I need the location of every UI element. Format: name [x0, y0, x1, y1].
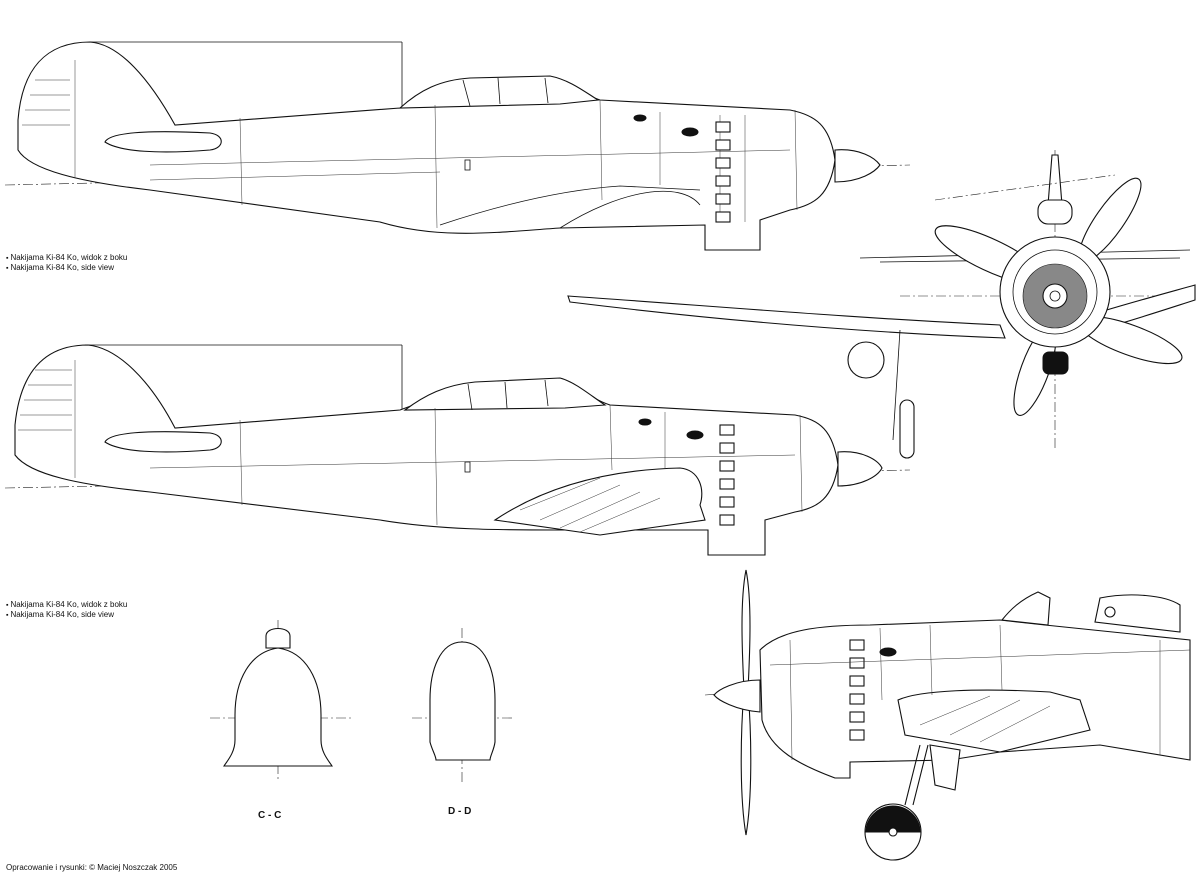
caption-side-view-2: Nakijama Ki-84 Ko, widok z boku Nakijama… [6, 600, 127, 620]
wing-underside [493, 467, 706, 536]
tailplane [104, 131, 222, 153]
exhaust-stacks [849, 639, 865, 741]
caption-side-view-1: Nakijama Ki-84 Ko, widok z boku Nakijama… [6, 253, 127, 273]
section-cc [210, 620, 352, 780]
front-wing-right [1099, 284, 1196, 329]
caption-line-pl: Nakijama Ki-84 Ko, widok z boku [6, 600, 127, 610]
fuselage-outline [17, 41, 836, 251]
front-view [567, 150, 1196, 459]
side-view-3 [704, 569, 1191, 861]
tailplane [104, 431, 222, 453]
front-wing-left [567, 295, 1006, 339]
caption-line-en: Nakijama Ki-84 Ko, side view [6, 263, 127, 273]
section-label-dd: D - D [448, 806, 472, 817]
gear-door [929, 744, 961, 791]
canopy [403, 377, 607, 411]
spinner [713, 679, 761, 713]
exhaust-stacks [719, 424, 735, 526]
spinner [834, 149, 881, 183]
section-cc-outline [222, 647, 334, 767]
wing-underside [897, 689, 1091, 753]
section-dd [412, 628, 512, 785]
section-dd-outline [429, 641, 496, 761]
exhaust-stacks [715, 121, 731, 223]
canopy [1000, 591, 1051, 626]
section-label-cc: C - C [258, 810, 282, 821]
side-view-2 [4, 344, 911, 556]
drop-tank [847, 341, 885, 379]
caption-line-en: Nakijama Ki-84 Ko, side view [6, 610, 127, 620]
spinner [837, 451, 883, 487]
side-view-1 [4, 41, 911, 251]
drawing-credit: Opracowanie i rysunki: © Maciej Noszczak… [6, 863, 178, 872]
front-fin [1047, 154, 1063, 206]
caption-line-pl: Nakijama Ki-84 Ko, widok z boku [6, 253, 127, 263]
